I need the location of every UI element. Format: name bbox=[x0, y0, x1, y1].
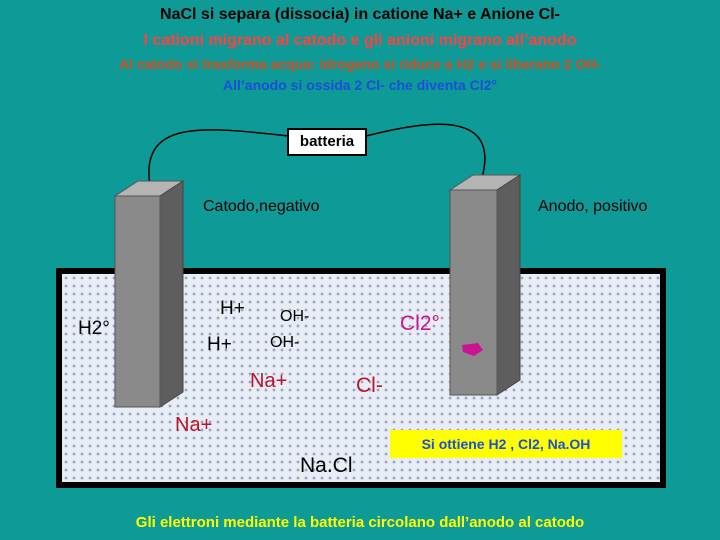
anode-electrode bbox=[448, 174, 522, 396]
wire bbox=[365, 123, 486, 179]
footer-note: Gli elettroni mediante la batteria circo… bbox=[135, 514, 585, 531]
wire bbox=[148, 129, 289, 187]
cathode-electrode bbox=[113, 180, 185, 408]
gas-h2: H2° bbox=[78, 318, 110, 339]
battery: batteria bbox=[287, 128, 367, 156]
ion-h-plus-2: H+ bbox=[207, 334, 232, 355]
ion-na-plus-2: Na+ bbox=[175, 414, 213, 436]
ion-oh-minus-2: OH- bbox=[270, 334, 300, 351]
title-line-1: NaCl si separa (dissocia) in catione Na+… bbox=[160, 6, 560, 23]
gas-cl2: Cl2° bbox=[400, 312, 440, 335]
anode-label: Anodo, positivo bbox=[538, 198, 648, 215]
cl2-gas-bubble-icon bbox=[462, 343, 483, 356]
cathode-label: Catodo,negativo bbox=[203, 198, 320, 215]
result-box: Si ottiene H2 , Cl2, Na.OH bbox=[390, 430, 622, 458]
ion-cl-minus: Cl- bbox=[356, 374, 383, 397]
title-line-4: All’anodo si ossida 2 Cl- che diventa Cl… bbox=[223, 77, 497, 93]
title-line-3: Al catodo si trasforma acqua: idrogeno s… bbox=[118, 56, 602, 72]
salt-nacl: Na.Cl bbox=[300, 454, 353, 477]
ion-h-plus-1: H+ bbox=[220, 298, 245, 319]
ion-oh-minus-1: OH- bbox=[280, 308, 310, 325]
title-line-2: I cationi migrano al catodo e gli anioni… bbox=[143, 32, 577, 49]
ion-na-plus-1: Na+ bbox=[250, 370, 288, 392]
